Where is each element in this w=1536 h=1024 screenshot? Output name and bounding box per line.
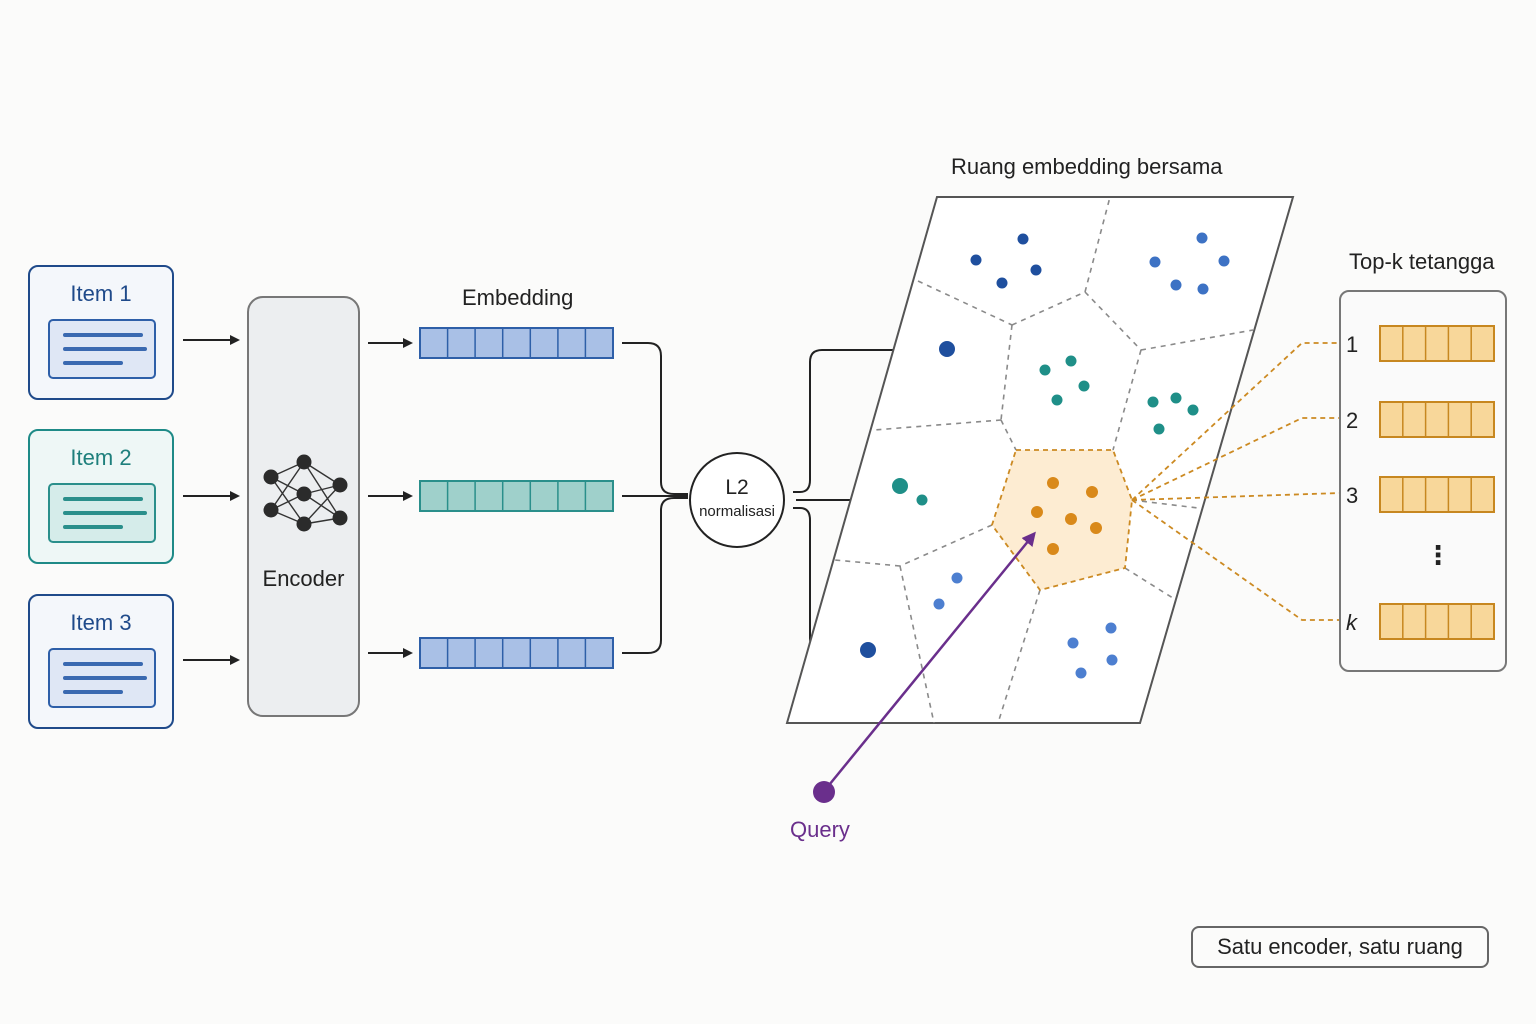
rank-3: 3 (1346, 483, 1359, 508)
l2-label: L2 (725, 476, 749, 499)
blue-cluster-lower-right (1067, 622, 1118, 679)
projected-point-1 (939, 341, 955, 357)
rank-1: 1 (1346, 332, 1359, 357)
teal-cluster-center (1039, 355, 1090, 406)
blue-cluster-lower-left (933, 572, 963, 610)
query-label: Query (790, 817, 850, 842)
footer-caption: Satu encoder, satu ruang (1191, 926, 1489, 968)
embedding-vector-2 (419, 480, 614, 512)
document-icon (48, 483, 156, 543)
topk-vectors (1379, 325, 1495, 640)
teal-cluster-right (1147, 392, 1199, 435)
topk-title: Top-k tetangga (1349, 249, 1495, 274)
orange-neighbor-points (1031, 477, 1102, 555)
embedding-vector-3 (419, 637, 614, 669)
projected-point-2b (916, 494, 928, 506)
encoder-box: Encoder (247, 296, 360, 717)
merge-connector (622, 342, 688, 654)
item-2-label: Item 2 (70, 445, 132, 470)
item-1-label: Item 1 (70, 281, 132, 306)
item-card-3: Item 3 (28, 594, 174, 729)
item-3-label: Item 3 (70, 610, 132, 635)
embedding-space-title: Ruang embedding bersama (951, 154, 1223, 179)
query-arrow (824, 531, 1036, 791)
blue-cluster-top-right (1149, 232, 1230, 295)
query-neighborhood-cell (991, 449, 1133, 592)
ellipsis: ⋮ (1425, 540, 1451, 570)
rank-2: 2 (1346, 408, 1359, 433)
rank-k: k (1346, 610, 1357, 635)
neural-network-icon (263, 454, 348, 532)
topk-connectors (1131, 342, 1341, 621)
projected-point-3 (860, 642, 876, 658)
item-card-2: Item 2 (28, 429, 174, 564)
normalisasi-label: normalisasi (699, 503, 775, 520)
embedding-label: Embedding (462, 285, 574, 310)
projected-point-2 (892, 478, 908, 494)
item-card-1: Item 1 (28, 265, 174, 400)
topk-panel: 1 2 3 ⋮ k (1339, 290, 1507, 672)
blue-cluster-top-left (970, 233, 1042, 289)
document-icon (48, 319, 156, 379)
embedding-vector-1 (419, 327, 614, 359)
voronoi-cells (834, 196, 1254, 724)
encoder-label: Encoder (262, 566, 345, 591)
document-icon (48, 648, 156, 708)
arrow-l2-point1 (793, 345, 930, 493)
query-point (813, 781, 835, 803)
l2-normalization-node (689, 452, 785, 548)
